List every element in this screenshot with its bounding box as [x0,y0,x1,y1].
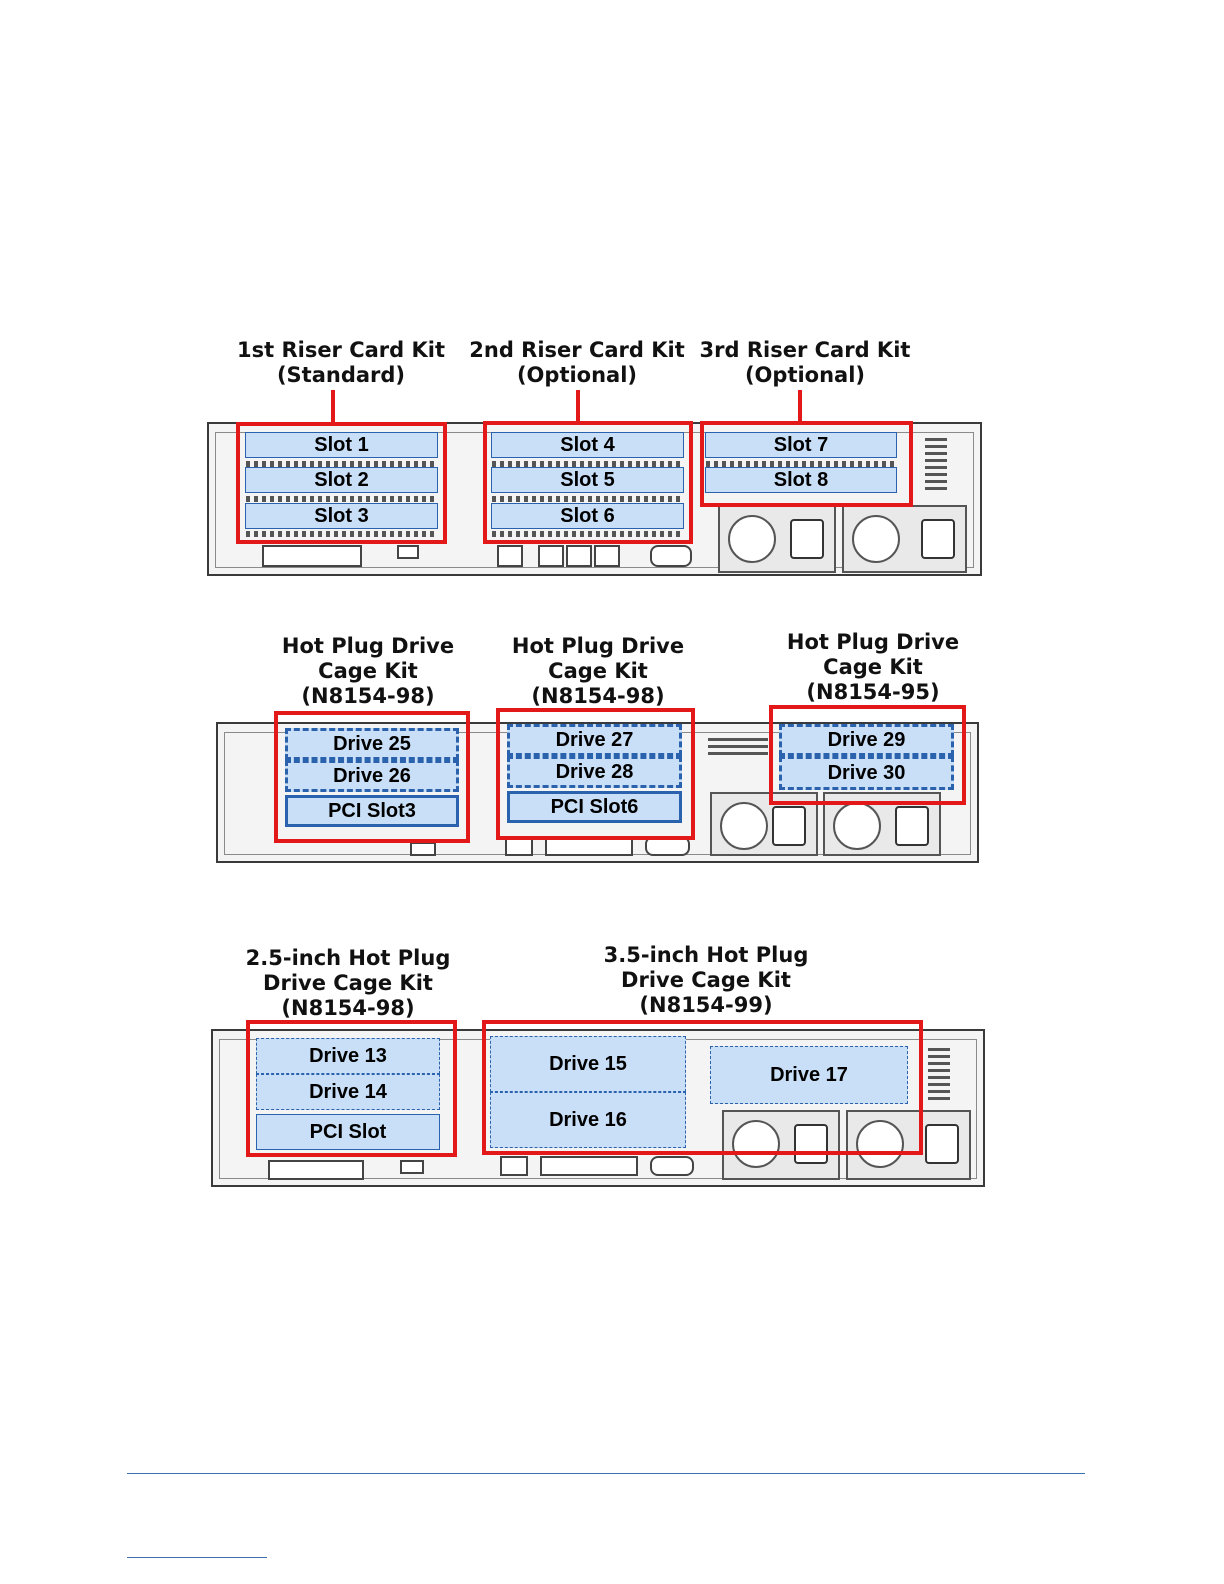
small-drive-cage-kit-outline [246,1020,457,1157]
drive-26: Drive 26 [285,760,459,792]
expansion-bay [268,1160,364,1180]
vent-grille [928,1045,950,1100]
power-supply-unit [722,1110,840,1180]
vent-grille [708,735,768,755]
drive-28: Drive 28 [507,756,682,788]
slot-bracket [246,461,436,467]
slot-4: Slot 4 [491,432,684,458]
drive-14: Drive 14 [256,1074,440,1110]
network-port [497,545,523,567]
riser-kit-3-label: 3rd Riser Card Kit(Optional) [699,338,911,387]
slot-8: Slot 8 [705,467,897,493]
drive-13: Drive 13 [256,1038,440,1074]
expansion-bay [262,545,362,567]
riser-kit-2-pointer [576,390,580,422]
drive-cage-kit-2-outline [496,708,695,840]
drive-15: Drive 15 [490,1036,686,1092]
riser-kit-2-outline [483,421,693,544]
riser-kit-2-label: 2nd Riser Card Kit(Optional) [469,338,685,387]
drive-cage-kit-1-outline [274,711,470,843]
power-supply-unit [846,1110,971,1180]
usb-port [397,545,419,559]
slot-bracket [706,461,896,467]
slot-6: Slot 6 [491,503,684,529]
drive-25: Drive 25 [285,728,459,760]
network-port [594,545,620,567]
riser-kit-3-outline [700,421,913,507]
slot-bracket [492,461,682,467]
footer-divider [127,1473,1085,1474]
drive-29: Drive 29 [779,724,954,756]
slot-bracket [492,531,682,537]
footer-underline [127,1557,267,1558]
riser-kit-1-pointer [331,390,335,422]
drive-17: Drive 17 [710,1046,908,1104]
drive-27: Drive 27 [507,724,682,756]
slot-7: Slot 7 [705,432,897,458]
drive-16: Drive 16 [490,1092,686,1148]
power-supply-unit [842,505,967,573]
drive-cage-kit-3-outline [769,705,966,805]
usb-port [400,1160,424,1174]
slot-2: Slot 2 [245,467,438,493]
riser-kit-1-label: 1st Riser Card Kit(Standard) [236,338,446,387]
drive-30: Drive 30 [779,756,954,790]
slot-bracket [492,496,682,502]
riser-kit-1-outline [236,422,447,544]
slot-bracket [246,496,436,502]
network-port [500,1156,528,1176]
slot-5: Slot 5 [491,467,684,493]
slot-1: Slot 1 [245,432,438,458]
network-port [538,545,564,567]
slot-bracket [246,531,436,537]
power-supply-unit [710,792,818,856]
network-port [566,545,592,567]
pci-slot6: PCI Slot6 [507,791,682,823]
vent-grille [925,435,947,490]
power-supply-unit [718,505,836,573]
large-drive-cage-kit-outline [482,1020,923,1155]
pci-slot: PCI Slot [256,1114,440,1150]
vga-port [650,545,692,567]
network-port [540,1156,638,1176]
usb-port [410,842,436,856]
slot-3: Slot 3 [245,503,438,529]
riser-kit-3-pointer [798,390,802,422]
vga-port [650,1156,694,1176]
pci-slot3: PCI Slot3 [285,795,459,827]
